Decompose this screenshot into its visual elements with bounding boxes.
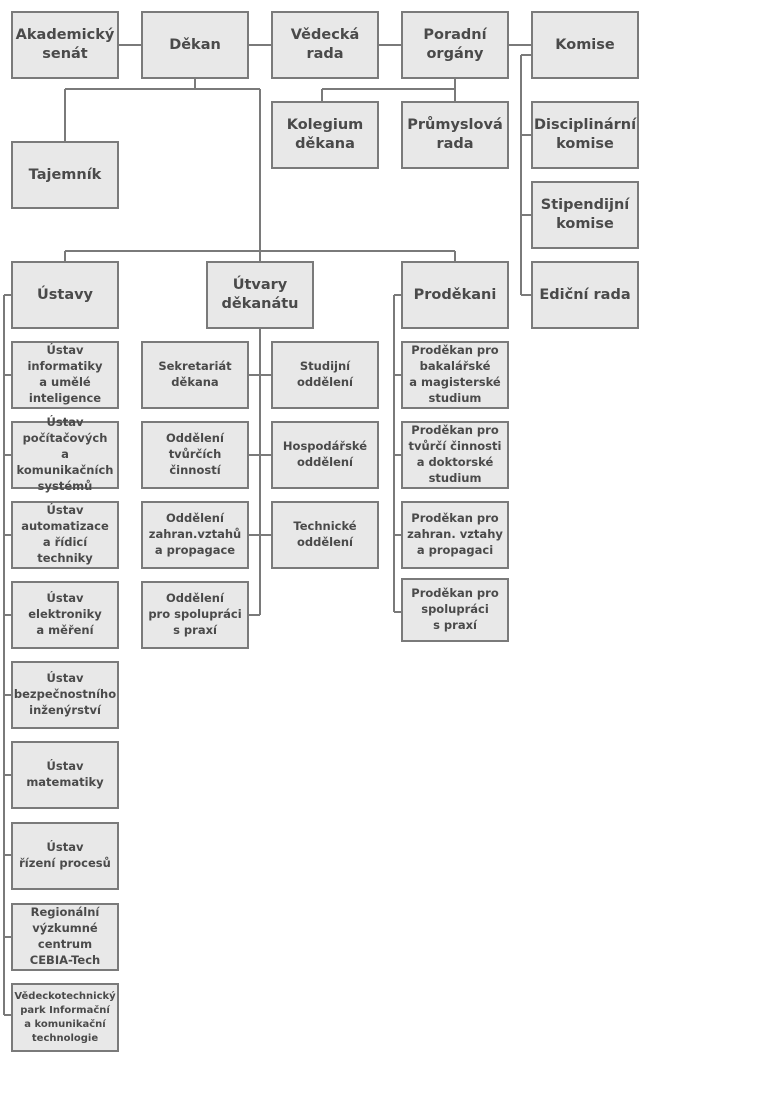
poradni-organy-box: Poradní orgány [401,11,509,79]
disciplinarni-komise-box: Disciplinární komise [531,101,639,169]
stipendijni-komise-box: Stipendijní komise [531,181,639,249]
utvar-box: Studijní oddělení [271,341,379,409]
utvar-box: Technické oddělení [271,501,379,569]
utvary-dekanatu-header-box: Útvary děkanátu [206,261,314,329]
komise-box: Komise [531,11,639,79]
utvar-box: Hospodářské oddělení [271,421,379,489]
ustav-box: Ústav elektroniky a měření [11,581,119,649]
prodekan-box: Proděkan pro bakalářské a magisterské st… [401,341,509,409]
prodekani-header-box: Proděkani [401,261,509,329]
ustav-box: Ústav řízení procesů [11,822,119,890]
prodekan-box: Proděkan pro zahran. vztahy a propagaci [401,501,509,569]
utvar-box: Oddělení pro spolupráci s praxí [141,581,249,649]
ustav-box: Ústav matematiky [11,741,119,809]
ustav-box: Ústav informatiky a umělé inteligence [11,341,119,409]
edicni-rada-box: Ediční rada [531,261,639,329]
ustav-box: Vědeckotechnický park Informační a komun… [11,983,119,1052]
prodekan-box: Proděkan pro tvůrčí činnosti a doktorské… [401,421,509,489]
ustav-box: Ústav bezpečnostního inženýrství [11,661,119,729]
utvar-box: Oddělení tvůrčích činností [141,421,249,489]
prodekan-box: Proděkan pro spolupráci s praxí [401,578,509,642]
vedecka-rada-box: Vědecká rada [271,11,379,79]
utvar-box: Oddělení zahran.vztahů a propagace [141,501,249,569]
kolegium-dekana-box: Kolegium děkana [271,101,379,169]
prumyslova-rada-box: Průmyslová rada [401,101,509,169]
tajemnik-box: Tajemník [11,141,119,209]
ustav-box: Ústav automatizace a řídicí techniky [11,501,119,569]
dekan-box: Děkan [141,11,249,79]
ustav-box: Regionální výzkumné centrum CEBIA-Tech [11,903,119,971]
ustavy-header-box: Ústavy [11,261,119,329]
utvar-box: Sekretariát děkana [141,341,249,409]
akademicky-senat-box: Akademický senát [11,11,119,79]
ustav-box: Ústav počítačových a komunikačních systé… [11,415,119,493]
